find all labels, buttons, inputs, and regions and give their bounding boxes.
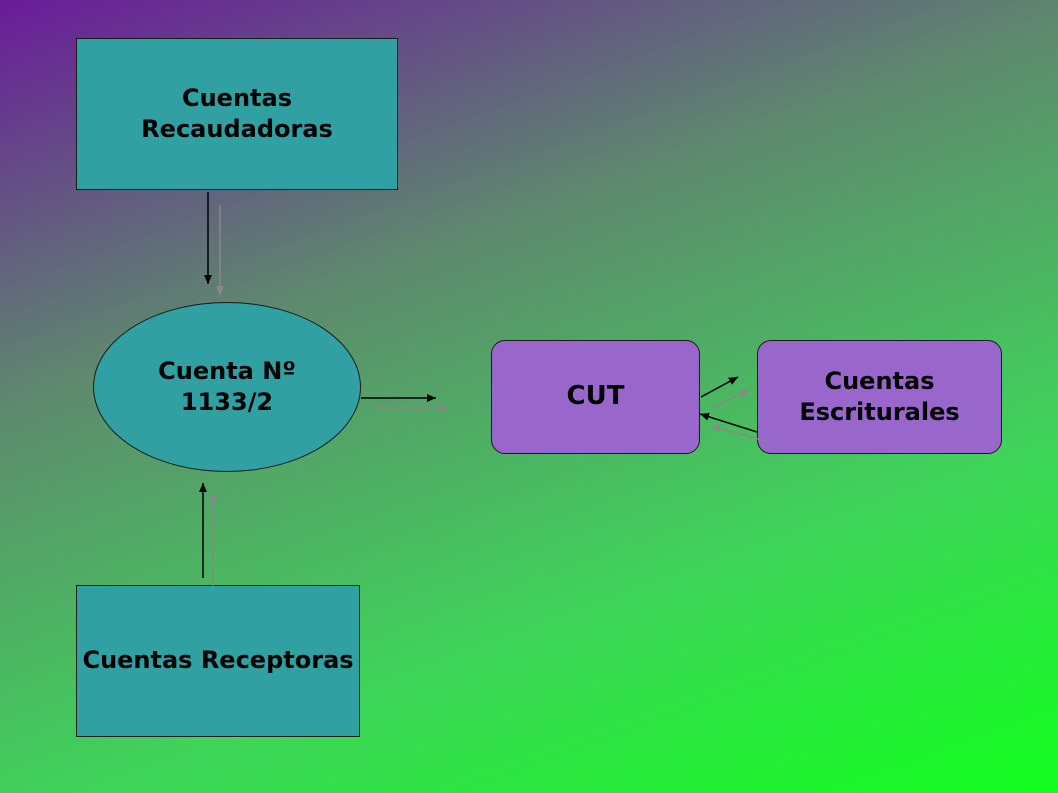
arrow-cut-to-escriturales-shadow [711,389,750,409]
cuenta-1133-ellipse: Cuenta Nº 1133/2 [93,302,361,472]
cuentas-receptoras-label: Cuentas Receptoras [82,646,354,675]
cuentas-escriturales-label: Cuentas Escriturales [799,366,960,426]
arrow-cut-to-escriturales [700,376,739,398]
cut-label: CUT [566,381,625,412]
cuentas-receptoras-box: Cuentas Receptoras [76,585,360,737]
cuenta-1133-label: Cuenta Nº 1133/2 [158,356,296,416]
arrow-escriturales-to-cut [699,412,758,433]
cuentas-recaudadoras-label: Cuentas Recaudadoras [141,83,333,143]
cut-box: CUT [491,340,700,454]
cuentas-recaudadoras-box: Cuentas Recaudadoras [76,38,398,190]
cuentas-escriturales-box: Cuentas Escriturales [757,340,1002,454]
arrow-escriturales-to-cut-shadow [710,424,770,443]
